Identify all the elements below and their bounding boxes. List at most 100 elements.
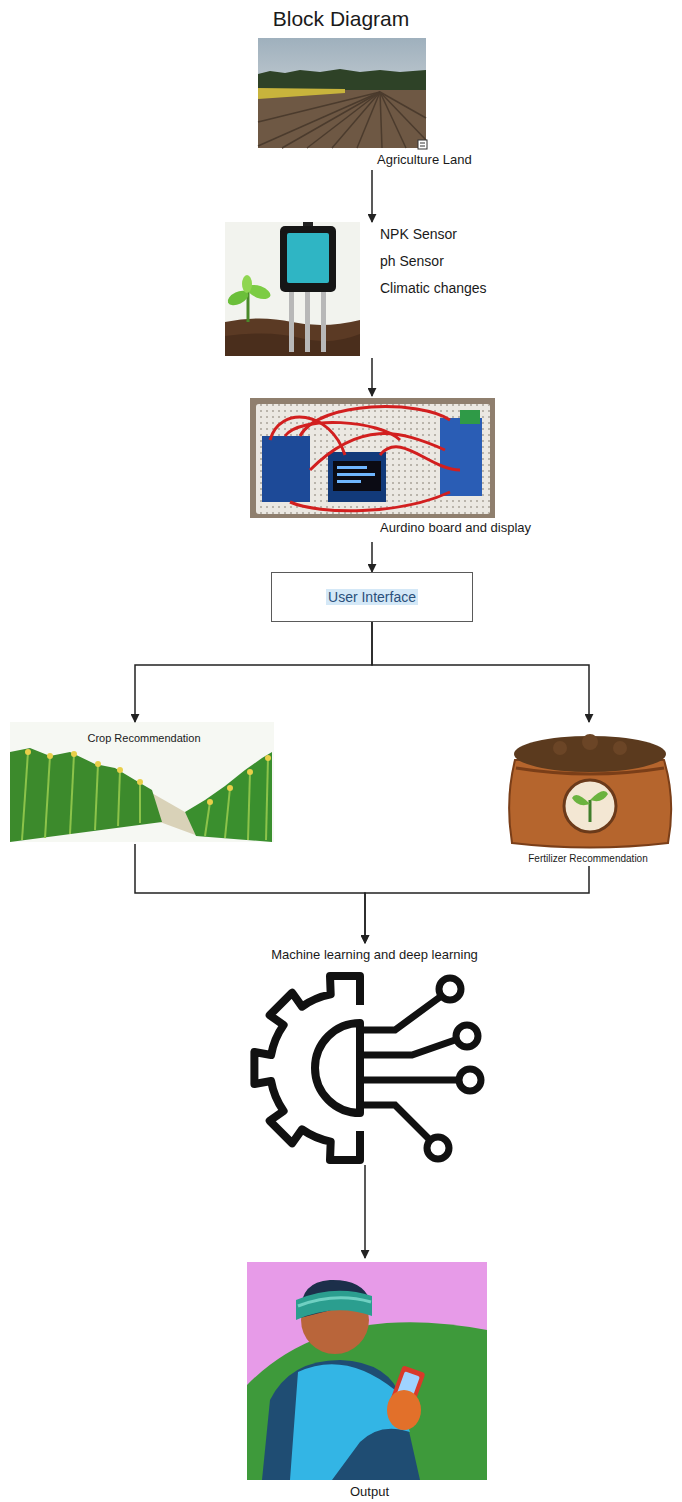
arduino-board-photo — [250, 398, 495, 518]
flow-arrow — [371, 542, 373, 572]
text-holder: Crop Recommendation — [10, 728, 278, 746]
caption-text: Output — [350, 1484, 389, 1500]
gear-circuit-icon-part — [254, 976, 360, 1160]
flow-arrow — [371, 170, 373, 222]
farmer-with-phone-picture-part — [298, 1298, 371, 1306]
circuit-node-part — [427, 1137, 449, 1159]
caption-text: Agriculture Land — [377, 152, 472, 168]
fertilizer-bag-picture-part — [516, 768, 664, 774]
flow-arrow — [135, 622, 372, 722]
corn-stalk-part — [70, 754, 74, 834]
fertilizer-bag-picture-part — [572, 795, 590, 805]
arduino-board-photo-part — [337, 480, 361, 483]
circuit-node — [427, 978, 481, 1159]
caption-text: Aurdino board and display — [380, 520, 531, 536]
furrow-lines-part — [380, 92, 426, 118]
soil-sensor-photo — [225, 222, 360, 356]
text-holder: Agriculture Land — [377, 152, 472, 168]
corn-tassel-part — [207, 799, 213, 805]
soil-sensor-photo-part — [321, 292, 326, 352]
wire — [270, 407, 460, 511]
corn-tassel-part — [71, 751, 77, 757]
text-holder: Aurdino board and display — [380, 520, 531, 536]
caption-text: Machine learning and deep learning — [271, 947, 478, 963]
circuit-line-part — [360, 997, 440, 1030]
corn-stalk-part — [118, 770, 120, 826]
flow-arrow — [364, 1165, 366, 1258]
furrow-lines-part — [332, 92, 380, 148]
arduino-board-photo-part — [333, 461, 381, 491]
furrow-lines-part — [258, 92, 380, 122]
crop-field-picture-part — [10, 748, 162, 842]
farmer-with-phone-picture-part — [247, 1262, 487, 1480]
farmland-photo-part — [258, 69, 426, 91]
corn-tassel-part — [265, 755, 271, 761]
farmland-photo-part — [258, 38, 426, 148]
text-holder: Output — [245, 1482, 494, 1500]
circuit-line-part — [360, 1040, 455, 1055]
caption-text: Fertilizer Recommendation — [528, 853, 648, 865]
corn-stalk-part — [205, 802, 210, 836]
arduino-board-photo-part — [440, 418, 482, 496]
farmer-with-phone-picture-part — [387, 1390, 421, 1430]
crop-field-picture — [10, 722, 274, 842]
wire-part — [380, 447, 460, 470]
ml-icon: Machine learning and deep learning — [200, 943, 549, 1165]
text-holder: Climatic changes — [380, 280, 487, 297]
corn-stalk-part — [45, 756, 50, 838]
flow-arrow — [372, 622, 589, 722]
soil-sensor-photo-part — [305, 292, 310, 352]
corn-tassel-part — [47, 753, 53, 759]
furrow-lines-part — [357, 92, 380, 148]
farmland-photo-part — [420, 143, 425, 144]
fertilizer-bag-picture-part — [590, 791, 608, 801]
corn-stalk-part — [225, 788, 230, 838]
gear-circuit-icon-part — [315, 1023, 360, 1113]
fertilizer-bag-picture — [509, 734, 671, 848]
crop-field-picture-part — [10, 722, 274, 842]
caption-text: NPK Sensor — [380, 226, 457, 243]
farmer-with-phone-picture-part — [262, 1360, 420, 1480]
corn-tassel-part — [227, 785, 233, 791]
text-holder: Fertilizer Recommendation — [498, 848, 678, 866]
fertilizer-picture: Fertilizer Recommendation — [498, 722, 678, 866]
corn-tassel-part — [247, 769, 253, 775]
furrow-lines — [258, 92, 426, 148]
furrow-lines-part — [282, 92, 380, 148]
wire-part — [290, 492, 450, 511]
text-holder: ph Sensor — [380, 253, 444, 270]
arduino-board-photo-part — [328, 452, 386, 502]
farmland-photo-part — [418, 140, 427, 149]
furrow-lines-part — [380, 92, 382, 148]
farmland-photo-part — [258, 90, 426, 148]
crop-picture: Crop Recommendation — [10, 722, 278, 844]
fertilizer-bag-picture-part — [553, 741, 567, 755]
farmland-photo — [258, 38, 427, 149]
text-holder: NPK Sensor — [380, 226, 457, 243]
land-picture: Agriculture Land — [255, 36, 477, 170]
circuit-line-part — [360, 1105, 430, 1140]
fertilizer-bag-picture-part — [564, 780, 616, 832]
corn-tassel — [25, 749, 271, 805]
corn-stalk-part — [22, 752, 28, 840]
caption-text: Climatic changes — [380, 280, 487, 297]
farmland-photo-part — [420, 146, 425, 147]
circuit-line-part — [360, 1077, 458, 1084]
circuit-line — [360, 997, 458, 1140]
corn-tassel-part — [137, 779, 143, 785]
arduino-board-photo-part — [262, 436, 310, 502]
corn-stalk-part — [139, 782, 141, 823]
arduino-board-photo-part — [256, 404, 490, 514]
sensor-picture: NPK Sensor ph SensorClimatic changes — [222, 222, 527, 358]
caption-text: ph Sensor — [380, 253, 444, 270]
flow-arrow — [365, 866, 589, 943]
soil-sensor-photo-part — [225, 222, 360, 356]
soil-sensor-photo-part — [280, 226, 336, 292]
arduino-board-photo-part — [256, 404, 490, 514]
corn-tassel-part — [117, 767, 123, 773]
corn-stalk-part — [95, 764, 98, 830]
